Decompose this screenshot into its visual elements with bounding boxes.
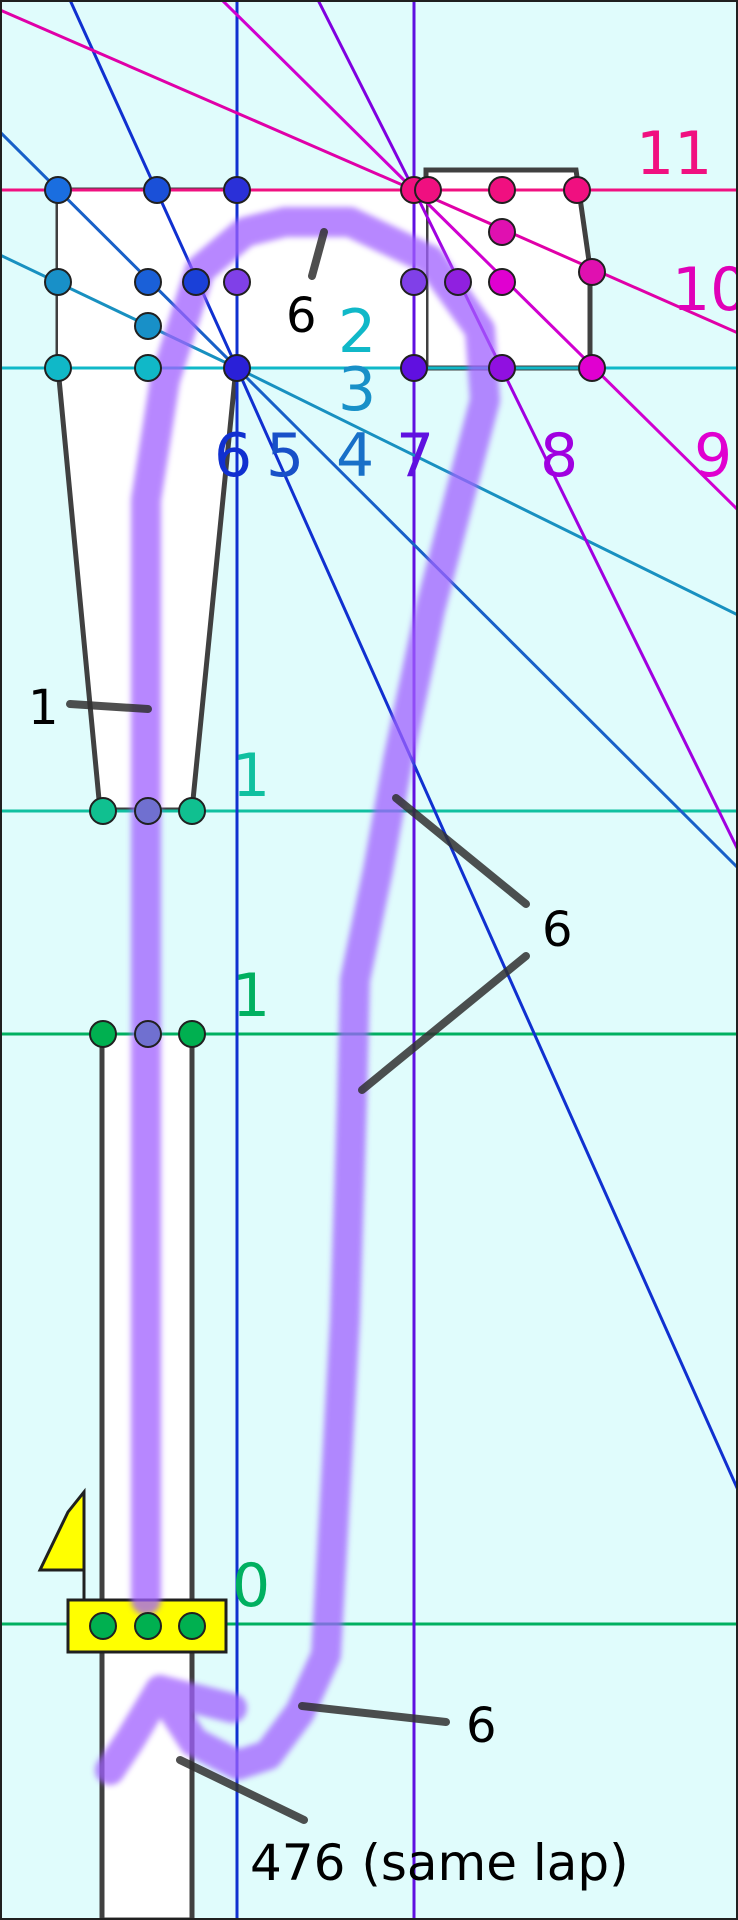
ray-blue-shallow (236, 366, 738, 617)
ray-magenta-shallow (413, 188, 738, 335)
ray-blue-mid (235, 366, 738, 870)
leader-six-top (308, 228, 328, 280)
marker-dot (178, 1612, 206, 1640)
marker-dots (44, 176, 606, 1640)
marker-dot (44, 176, 72, 204)
line-number-6: 6 (214, 421, 252, 491)
marker-dot (488, 176, 516, 204)
marker-dot (134, 312, 162, 340)
marker-dot (578, 354, 606, 382)
marker-dot (223, 268, 251, 296)
marker-dot (414, 176, 442, 204)
leader-six-bottom (298, 1702, 450, 1726)
line-number-5: 5 (266, 421, 304, 491)
label-three: 3 (338, 355, 376, 425)
marker-dot (134, 268, 162, 296)
line-number-7: 7 (396, 421, 434, 491)
line-number-8: 8 (540, 421, 578, 491)
marker-dot (143, 176, 171, 204)
marker-dot (134, 797, 162, 825)
marker-dot (178, 797, 206, 825)
marker-dot (178, 1020, 206, 1048)
ray-violet-top (316, 0, 416, 191)
label-left-one: 1 (28, 680, 59, 736)
label-six-top: 6 (286, 288, 317, 344)
line-number-11: 11 (636, 119, 712, 189)
marker-dot (182, 268, 210, 296)
ray-blue-b (0, 130, 239, 370)
marker-dot (488, 354, 516, 382)
ray-pink-top (0, 8, 415, 192)
marker-dot (134, 1612, 162, 1640)
leader-six-middle-a (392, 794, 530, 908)
ray-blue-c (0, 253, 238, 370)
marker-dot (400, 354, 428, 382)
line-number-labels: 6 5 4 7 8 9 10 11 (214, 119, 738, 491)
vertical-lines (235, 0, 416, 1920)
horizontal-lines (0, 188, 738, 1626)
driven-path (95, 207, 500, 1785)
marker-dot (488, 268, 516, 296)
label-same-lap: 476 (same lap) (250, 1834, 629, 1892)
lap-path (95, 207, 500, 1785)
lap-path-tail (145, 1675, 247, 1723)
marker-dot (223, 354, 251, 382)
ray-magenta-top (220, 0, 416, 192)
line-number-9: 9 (694, 421, 732, 491)
marker-dot (134, 354, 162, 382)
line-number-10: 10 (672, 255, 738, 325)
marker-dot (89, 797, 117, 825)
marker-dot (563, 176, 591, 204)
leader-same-lap (176, 1756, 308, 1824)
marker-dot (223, 176, 251, 204)
label-zero: 0 (232, 1551, 270, 1621)
leader-one (66, 700, 152, 713)
blue-rays (0, 0, 738, 1491)
leader-six-middle-b (358, 952, 530, 1094)
marker-dot (134, 1020, 162, 1048)
marker-dot (488, 218, 516, 246)
leader-lines (66, 228, 530, 1824)
label-six-bottom: 6 (466, 1698, 497, 1754)
marker-dot (44, 354, 72, 382)
marker-dot (444, 268, 472, 296)
marker-dot (89, 1020, 117, 1048)
ray-magenta-steep (412, 188, 738, 512)
ray-blue-steep (235, 367, 738, 1491)
label-six-middle: 6 (542, 902, 573, 958)
label-one-lower: 1 (232, 961, 270, 1031)
label-two: 2 (338, 297, 376, 367)
label-one-upper: 1 (232, 741, 270, 811)
marker-dot (400, 268, 428, 296)
marker-dot (89, 1612, 117, 1640)
track-labels: 2 3 1 1 0 6 1 6 6 476 (same lap) (28, 288, 629, 1892)
marker-dot (44, 268, 72, 296)
line-number-4: 4 (336, 421, 374, 491)
marker-dot (578, 258, 606, 286)
